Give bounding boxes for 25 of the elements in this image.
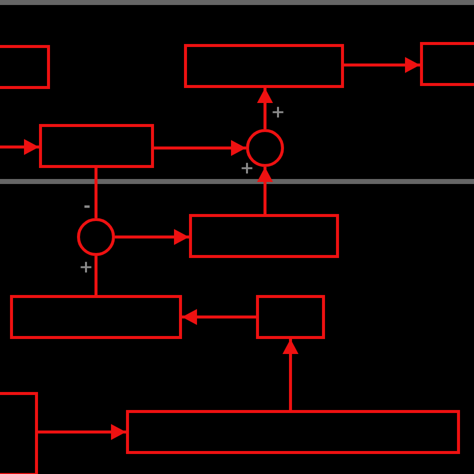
sign-label: + [78,260,94,276]
arrow [38,424,126,440]
block-box [39,124,154,168]
block-box [10,295,182,339]
summing-junction [77,218,115,256]
block-box [189,214,339,258]
arrow [0,139,39,155]
sign-label: - [83,198,91,216]
sign-label: + [240,160,254,178]
block-box [0,45,50,89]
arrow [282,339,298,410]
block-box [420,42,474,86]
block-box [256,295,325,339]
arrow [115,229,189,245]
arrow [257,167,273,214]
arrow [257,88,273,129]
block-box [184,44,344,88]
connector-line [94,168,98,218]
sign-label: + [270,104,286,122]
arrow [154,140,246,156]
block-box [126,410,460,454]
connector-line [94,256,98,295]
block-box [0,392,38,474]
arrow [344,57,420,73]
arrow [182,309,256,325]
